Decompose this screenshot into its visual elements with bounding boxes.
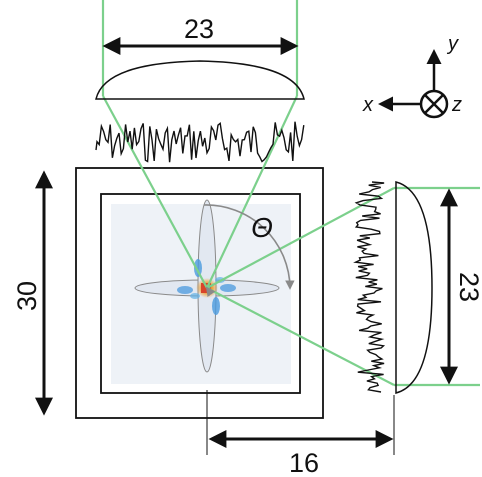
outer-frame <box>75 167 324 419</box>
right-detector <box>353 181 433 394</box>
axis-y-label: y <box>446 33 459 55</box>
bottom-offset-label: 16 <box>289 448 319 477</box>
inner-frame <box>100 193 301 394</box>
angle-label: Θ <box>251 212 273 243</box>
left-height-label: 30 <box>12 281 42 311</box>
top-width-label: 23 <box>184 14 214 44</box>
axis-x-label: x <box>362 94 374 116</box>
right-height-label: 23 <box>454 272 482 302</box>
top-detector <box>95 60 305 163</box>
axes-indicator: y x z <box>362 33 462 119</box>
angle-arc <box>202 200 295 290</box>
axis-z-label: z <box>451 94 462 116</box>
